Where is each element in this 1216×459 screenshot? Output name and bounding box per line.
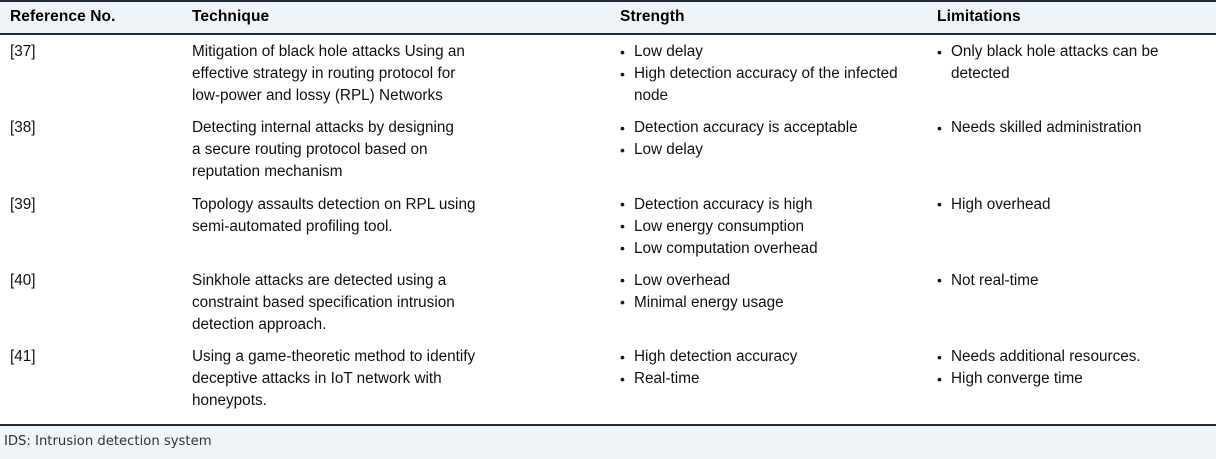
cell-reference: [41] bbox=[0, 342, 192, 427]
cell-technique: Mitigation of black hole attacks Using a… bbox=[192, 34, 620, 114]
list-item: Low delay bbox=[620, 40, 919, 63]
cell-limitations: Not real-time bbox=[937, 265, 1216, 343]
header-row: Reference No. Technique Strength Limitat… bbox=[0, 0, 1216, 35]
cell-strength: Detection accuracy is highLow energy con… bbox=[620, 189, 937, 266]
table-header: Reference No. Technique Strength Limitat… bbox=[0, 0, 1216, 35]
list-item: High detection accuracy of the infected … bbox=[620, 63, 919, 107]
cell-strength-list: High detection accuracyReal-time bbox=[620, 346, 919, 390]
cell-limitations-list: Needs additional resources.High converge… bbox=[937, 346, 1206, 390]
table-row: [38]Detecting internal attacks by design… bbox=[0, 113, 1216, 190]
list-item: Needs skilled administration bbox=[937, 117, 1206, 139]
list-item: Real-time bbox=[620, 368, 919, 390]
column-header-technique: Technique bbox=[192, 0, 620, 35]
cell-limitations-list: Needs skilled administration bbox=[937, 117, 1206, 139]
cell-reference: [39] bbox=[0, 189, 192, 266]
cell-strength: Detection accuracy is acceptableLow dela… bbox=[620, 113, 937, 190]
technique-line: low-power and lossy (RPL) Networks bbox=[192, 87, 443, 105]
list-item: Needs additional resources. bbox=[937, 346, 1206, 368]
cell-technique: Sinkhole attacks are detected using a con… bbox=[192, 265, 620, 343]
cell-limitations: Only black hole attacks can be detected bbox=[937, 34, 1216, 114]
list-item: Detection accuracy is high bbox=[620, 193, 919, 216]
table-row: [40]Sinkhole attacks are detected using … bbox=[0, 265, 1216, 343]
list-item: Low delay bbox=[620, 139, 919, 161]
list-item: Low overhead bbox=[620, 269, 919, 292]
technique-line: detection approach. bbox=[192, 316, 327, 334]
technique-line: semi-automated profiling tool. bbox=[192, 217, 393, 235]
column-header-limitations: Limitations bbox=[937, 0, 1216, 35]
cell-limitations-list: High overhead bbox=[937, 193, 1206, 216]
cell-strength: High detection accuracyReal-time bbox=[620, 342, 937, 427]
technique-line: Using a game-theoretic method to identif… bbox=[192, 348, 476, 366]
technique-line: Sinkhole attacks are detected using a bbox=[192, 271, 447, 289]
cell-limitations: Needs skilled administration bbox=[937, 113, 1216, 190]
list-item: Minimal energy usage bbox=[620, 291, 919, 314]
cell-strength: Low overheadMinimal energy usage bbox=[620, 265, 937, 343]
cell-strength-list: Detection accuracy is highLow energy con… bbox=[620, 193, 919, 260]
cell-reference: [38] bbox=[0, 113, 192, 190]
table-footnote: IDS: Intrusion detection system bbox=[0, 426, 1216, 459]
cell-strength-list: Detection accuracy is acceptableLow dela… bbox=[620, 117, 919, 161]
cell-limitations-list: Only black hole attacks can be detected bbox=[937, 40, 1206, 85]
list-item: High detection accuracy bbox=[620, 346, 919, 368]
list-item: Not real-time bbox=[937, 269, 1206, 292]
cell-strength-list: Low delayHigh detection accuracy of the … bbox=[620, 40, 919, 107]
technique-line: a secure routing protocol based on bbox=[192, 141, 428, 159]
technique-line: deceptive attacks in IoT network with bbox=[192, 370, 442, 388]
cell-limitations: High overhead bbox=[937, 189, 1216, 266]
table-body: [37]Mitigation of black hole attacks Usi… bbox=[0, 34, 1216, 427]
cell-technique: Topology assaults detection on RPL using… bbox=[192, 189, 620, 266]
cell-technique: Detecting internal attacks by designing a… bbox=[192, 113, 620, 190]
technique-line: Detecting internal attacks by designing bbox=[192, 119, 454, 137]
technique-line: Topology assaults detection on RPL using bbox=[192, 195, 476, 213]
table-container: Reference No. Technique Strength Limitat… bbox=[0, 0, 1216, 409]
column-header-reference: Reference No. bbox=[0, 0, 192, 35]
comparison-table: Reference No. Technique Strength Limitat… bbox=[0, 0, 1216, 426]
technique-line: constraint based specification intrusion bbox=[192, 293, 455, 311]
technique-line: reputation mechanism bbox=[192, 163, 343, 181]
cell-reference: [40] bbox=[0, 265, 192, 343]
table-row: [39]Topology assaults detection on RPL u… bbox=[0, 189, 1216, 266]
cell-strength: Low delayHigh detection accuracy of the … bbox=[620, 34, 937, 114]
cell-technique: Using a game-theoretic method to identif… bbox=[192, 342, 620, 427]
cell-limitations: Needs additional resources.High converge… bbox=[937, 342, 1216, 427]
cell-limitations-list: Not real-time bbox=[937, 269, 1206, 292]
table-row: [37]Mitigation of black hole attacks Usi… bbox=[0, 34, 1216, 114]
list-item: Low computation overhead bbox=[620, 237, 919, 260]
list-item: High overhead bbox=[937, 193, 1206, 216]
list-item: Low energy consumption bbox=[620, 215, 919, 238]
cell-strength-list: Low overheadMinimal energy usage bbox=[620, 269, 919, 314]
column-header-strength: Strength bbox=[620, 0, 937, 35]
technique-line: honeypots. bbox=[192, 392, 267, 410]
cell-reference: [37] bbox=[0, 34, 192, 114]
list-item: High converge time bbox=[937, 368, 1206, 390]
table-row: [41]Using a game-theoretic method to ide… bbox=[0, 342, 1216, 427]
technique-line: effective strategy in routing protocol f… bbox=[192, 65, 456, 83]
technique-line: Mitigation of black hole attacks Using a… bbox=[192, 43, 465, 60]
list-item: Only black hole attacks can be detected bbox=[937, 40, 1206, 85]
list-item: Detection accuracy is acceptable bbox=[620, 117, 919, 139]
